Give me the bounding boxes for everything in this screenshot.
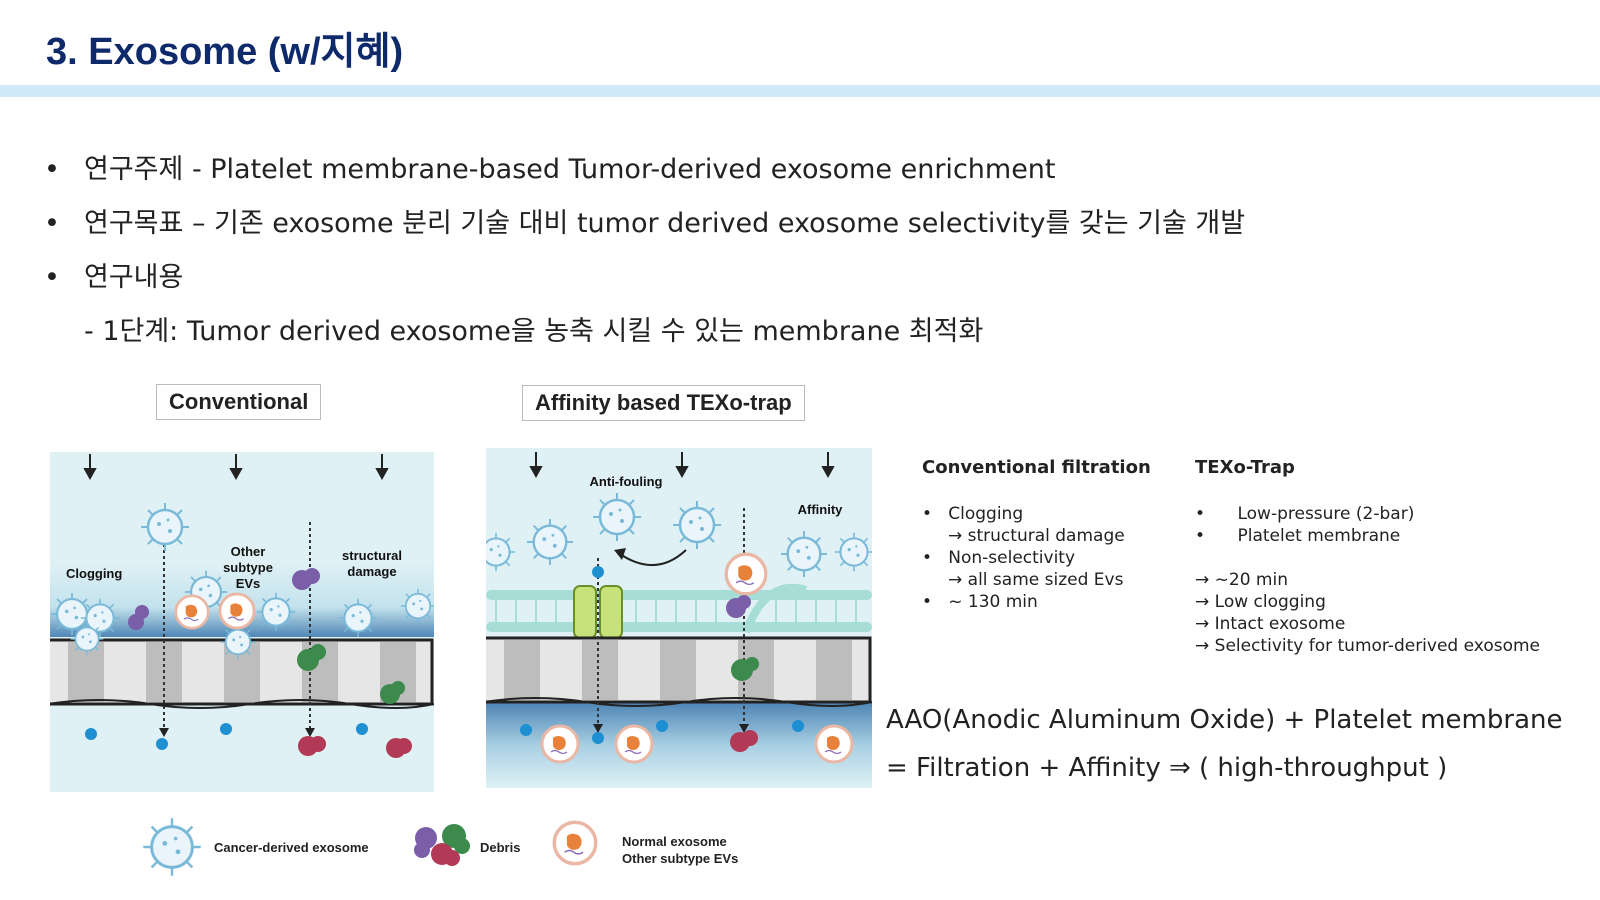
bullet-dot: • bbox=[44, 262, 60, 293]
bullet-topic: • 연구주제 - Platelet membrane-based Tumor-d… bbox=[40, 150, 1245, 204]
title-underline-bar bbox=[0, 85, 1600, 97]
cancer-exosome-legend-icon bbox=[142, 817, 202, 877]
bullet-dot: • bbox=[44, 154, 60, 185]
intact-exosome-result: → Intact exosome bbox=[1195, 614, 1346, 634]
legend-normal-exosome: Normal exosome bbox=[622, 834, 727, 849]
anti-fouling-label: Anti-fouling bbox=[590, 474, 663, 489]
bullet-dot: • bbox=[922, 592, 933, 612]
normal-exosome-legend-icon bbox=[552, 820, 598, 866]
conventional-filtration-head: Conventional filtration bbox=[922, 457, 1151, 478]
legend-debris: Debris bbox=[480, 840, 521, 855]
bullet-text: 연구내용 bbox=[84, 262, 184, 293]
texo-trap-diagram: Anti-fouling Affinity bbox=[486, 448, 872, 788]
bullet-text: 연구주제 - Platelet membrane-based Tumor-der… bbox=[84, 154, 1056, 185]
conventional-diagram: Clogging Other subtype EVs structural da… bbox=[50, 452, 434, 792]
conventional-title: Conventional bbox=[156, 384, 322, 420]
bullet-text: 연구목표 – 기존 exosome 분리 기술 대비 tumor derived… bbox=[84, 208, 1246, 239]
platelet-membrane-item: Platelet membrane bbox=[1237, 526, 1401, 546]
sub-item-stage1: - 1단계: Tumor derived exosome을 농축 시킬 수 있는… bbox=[84, 316, 984, 347]
affinity-label: Affinity bbox=[798, 502, 844, 517]
texo-trap-title: Affinity based TEXo-trap bbox=[522, 385, 805, 421]
damage-label: damage bbox=[347, 564, 396, 579]
clogging-label: Clogging bbox=[66, 566, 122, 581]
structural-label: structural bbox=[342, 548, 402, 563]
bullet-dot: • bbox=[1195, 526, 1206, 546]
evs-label: EVs bbox=[236, 576, 261, 591]
formula-line-1: AAO(Anodic Aluminum Oxide) + Platelet me… bbox=[886, 705, 1563, 735]
bullet-dot: • bbox=[922, 548, 933, 568]
clogging-item: Clogging bbox=[948, 504, 1024, 524]
time-item: ~ 130 min bbox=[948, 592, 1038, 612]
bullet-dot: • bbox=[1195, 504, 1206, 524]
page-title: 3. Exosome (w/지혜) bbox=[46, 31, 404, 73]
same-sized-evs-item: → all same sized Evs bbox=[948, 570, 1124, 590]
bullet-dot: • bbox=[922, 504, 933, 524]
formula-line-2: = Filtration + Affinity ⇒ ( high-through… bbox=[886, 753, 1448, 783]
time-result: → ~20 min bbox=[1195, 570, 1288, 590]
low-pressure-item: Low-pressure (2-bar) bbox=[1237, 504, 1415, 524]
legend-other-subtype: Other subtype EVs bbox=[622, 851, 739, 866]
debris-legend-icon bbox=[414, 824, 470, 866]
legend-cancer-exosome: Cancer-derived exosome bbox=[214, 840, 369, 855]
bullet-goal: • 연구목표 – 기존 exosome 분리 기술 대비 tumor deriv… bbox=[40, 204, 1245, 258]
bullet-content: • 연구내용 bbox=[40, 258, 1245, 312]
bullet-dot: • bbox=[44, 208, 60, 239]
subtype-label: subtype bbox=[223, 560, 273, 575]
texo-trap-list: • Low-pressure (2-bar) • Platelet membra… bbox=[1195, 503, 1540, 657]
bullet-list: • 연구주제 - Platelet membrane-based Tumor-d… bbox=[40, 150, 1245, 366]
low-clogging-result: → Low clogging bbox=[1195, 592, 1326, 612]
non-selectivity-item: Non-selectivity bbox=[948, 548, 1076, 568]
conventional-filtration-list: • Clogging → structural damage • Non-sel… bbox=[922, 503, 1125, 613]
texo-trap-head: TEXo-Trap bbox=[1195, 457, 1295, 478]
selectivity-result: → Selectivity for tumor-derived exosome bbox=[1195, 636, 1540, 656]
structural-damage-item: → structural damage bbox=[948, 526, 1125, 546]
other-label: Other bbox=[231, 544, 266, 559]
